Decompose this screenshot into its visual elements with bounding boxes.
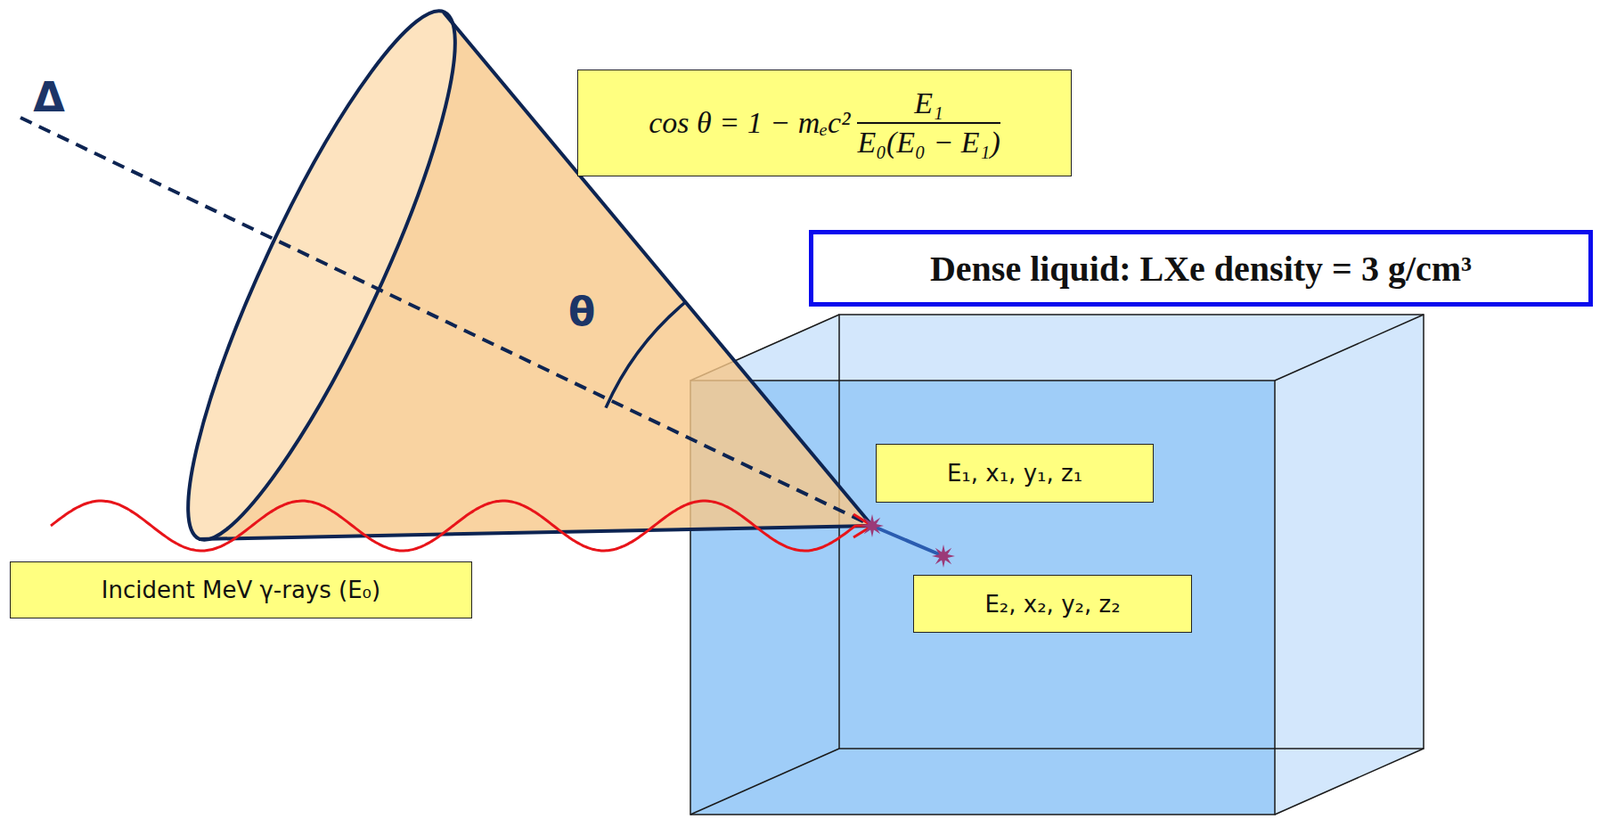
gamma-ray-wave (50, 500, 871, 551)
angle-label: θ (568, 288, 596, 335)
interaction-label: E₂, x₂, y₂, z₂ (913, 574, 1192, 633)
fraction-denominator: E₀(E₀ − E₁) (857, 123, 1000, 160)
interaction-star (931, 544, 956, 568)
box-text: E₂, x₂, y₂, z₂ (984, 590, 1120, 618)
cube-side (690, 314, 1424, 815)
formula-text: cos θ = 1 − mₑc² (648, 106, 850, 140)
cone-base (146, 0, 497, 564)
scatter-track (872, 525, 944, 556)
cone-axis (20, 117, 873, 526)
axis-label: Δ (32, 73, 66, 122)
angle-arc (605, 302, 686, 409)
material-box: Dense liquid: LXe density = 3 g/cm³ (808, 229, 1593, 307)
interaction-star (860, 514, 884, 538)
cube-edge (1274, 748, 1424, 815)
source-label: Incident MeV γ-rays (E₀) (9, 561, 473, 619)
fraction: E₁E₀(E₀ − E₁) (857, 86, 1000, 160)
detector-cube (690, 314, 1424, 815)
box-text: Incident MeV γ-rays (E₀) (101, 576, 381, 604)
box-text: Dense liquid: LXe density = 3 g/cm³ (930, 247, 1472, 290)
box-text: E₁, x₁, y₁, z₁ (946, 459, 1083, 487)
cube-back-edges (839, 314, 1424, 749)
fraction-numerator: E₁ (857, 86, 1000, 124)
cube-edge (1274, 314, 1424, 381)
interaction-label: E₁, x₁, y₁, z₁ (875, 443, 1154, 503)
cube-edge (690, 748, 840, 815)
formula-box: cos θ = 1 − mₑc²E₁E₀(E₀ − E₁) (577, 69, 1072, 177)
